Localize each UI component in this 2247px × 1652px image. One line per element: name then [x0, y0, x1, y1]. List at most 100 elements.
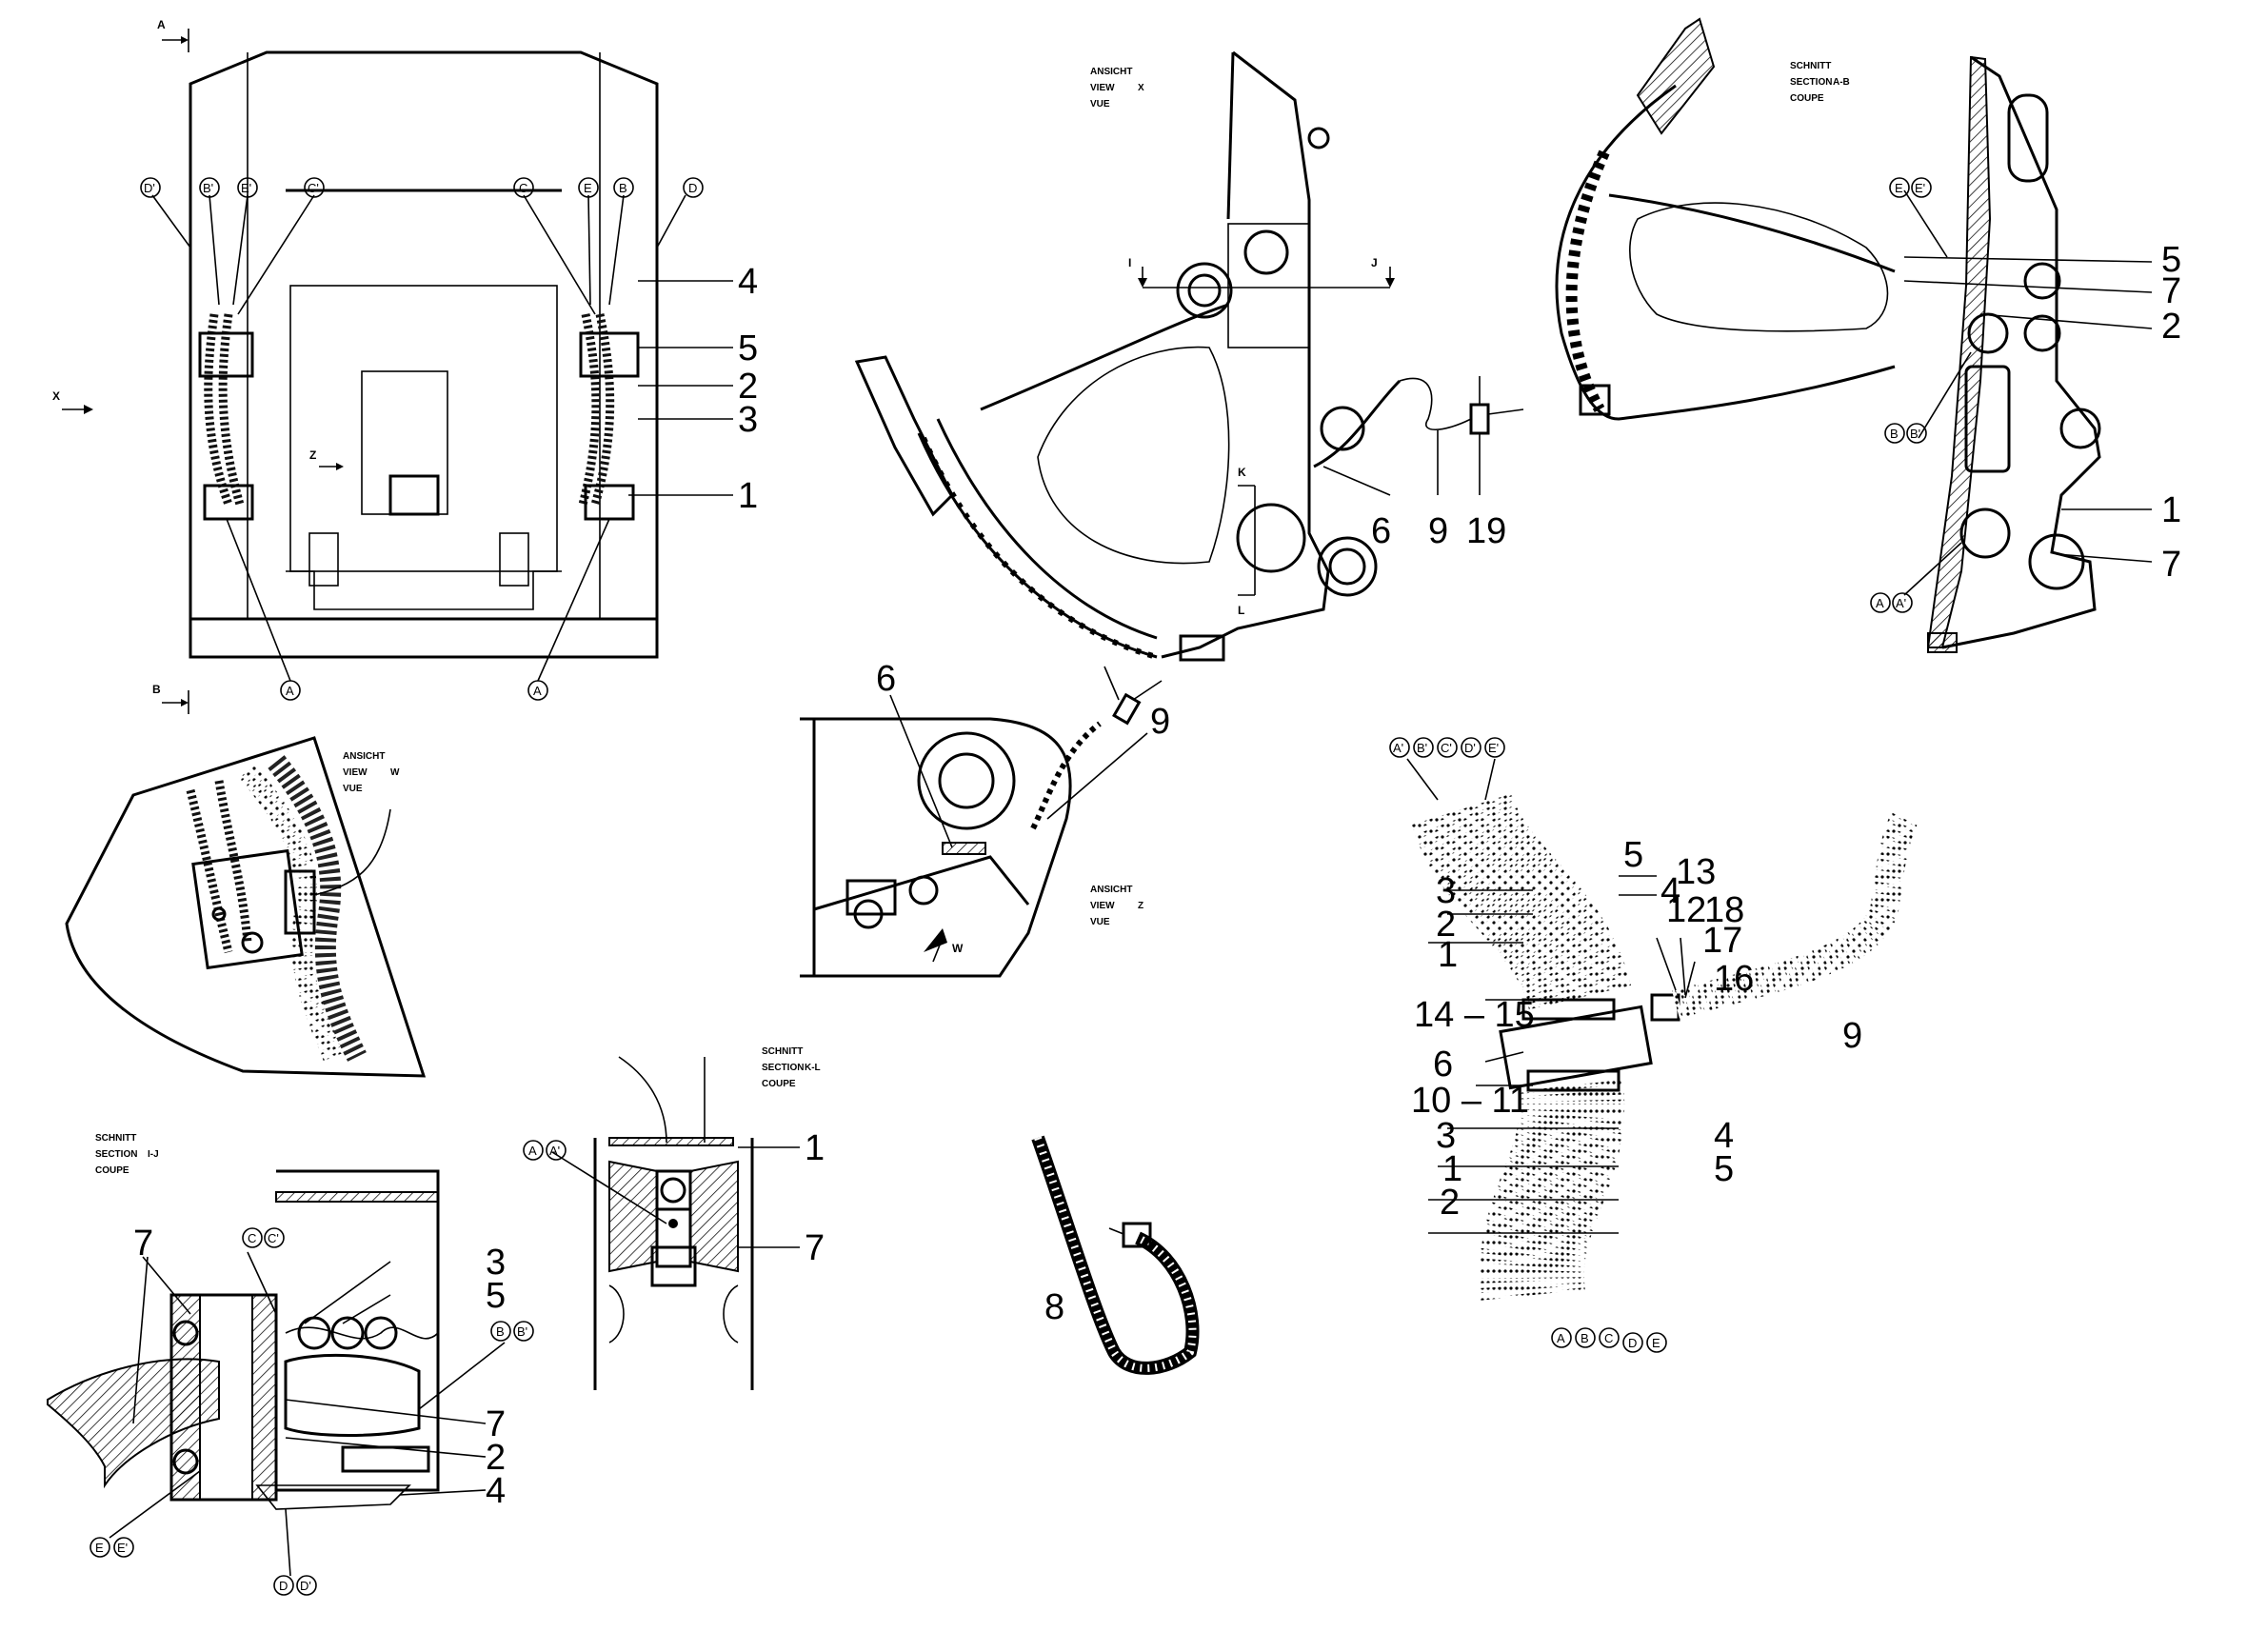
svg-text:6: 6 — [1371, 511, 1391, 551]
svg-text:VIEW: VIEW — [1090, 83, 1115, 93]
svg-text:B': B' — [203, 181, 213, 195]
svg-text:C: C — [1604, 1331, 1613, 1345]
svg-text:3: 3 — [1436, 871, 1456, 911]
svg-text:COUPE: COUPE — [95, 1165, 129, 1176]
part-8: 8 — [1044, 1287, 1064, 1327]
manifold-bottom-callouts: A B C D E — [1551, 1327, 1667, 1353]
svg-text:COUPE: COUPE — [762, 1079, 796, 1089]
section-ab-part-numbers: 5 7 2 1 7 — [2161, 240, 2181, 585]
sensor-cable-part-8: 8 — [1031, 1135, 1200, 1375]
svg-text:16: 16 — [1714, 959, 1754, 999]
svg-text:10 – 11: 10 – 11 — [1411, 1081, 1529, 1121]
svg-text:2: 2 — [2161, 307, 2181, 347]
svg-text:ANSICHT: ANSICHT — [1090, 67, 1132, 77]
svg-text:18: 18 — [1704, 890, 1744, 930]
svg-text:2: 2 — [486, 1438, 506, 1478]
svg-text:5: 5 — [486, 1276, 506, 1316]
part-5: 5 — [738, 328, 758, 368]
svg-text:E': E' — [117, 1541, 128, 1555]
label-x: X — [52, 389, 60, 403]
svg-text:7: 7 — [486, 1404, 506, 1444]
manifold-hose-assembly: A' B' C' D' E' A B C D E — [1389, 737, 1918, 1353]
svg-text:A: A — [1876, 596, 1884, 610]
svg-text:B: B — [1581, 1331, 1589, 1345]
svg-text:13: 13 — [1676, 852, 1716, 892]
label-i: I — [1128, 256, 1131, 269]
svg-text:1: 1 — [805, 1128, 825, 1168]
section-ij-title: SCHNITT SECTION COUPE I-J — [95, 1133, 159, 1176]
svg-text:1: 1 — [1442, 1149, 1462, 1189]
svg-text:E': E' — [1915, 181, 1925, 195]
section-ab-callouts: E E' B B' A A' — [1870, 177, 1932, 613]
svg-text:6: 6 — [876, 659, 896, 699]
svg-text:D': D' — [144, 181, 155, 195]
svg-text:VUE: VUE — [343, 784, 363, 794]
svg-text:14 – 15: 14 – 15 — [1414, 995, 1535, 1035]
svg-text:VUE: VUE — [1090, 99, 1110, 109]
svg-text:COUPE: COUPE — [1790, 93, 1824, 104]
manifold-top-callouts: A' B' C' D' E' — [1389, 737, 1505, 758]
view-w-title: ANSICHT VIEW VUE W — [343, 751, 400, 794]
svg-text:E: E — [95, 1541, 104, 1555]
section-ij-view: SCHNITT SECTION COUPE I-J C C' — [47, 1133, 534, 1596]
svg-text:19: 19 — [1466, 511, 1506, 551]
svg-text:6: 6 — [1433, 1045, 1453, 1085]
section-ab-view: SCHNITT SECTION COUPE A-B E E' — [1555, 17, 2181, 653]
manifold-part-numbers: 5 3 4 13 2 12 18 1 17 16 14 – 15 9 6 10 … — [1411, 835, 1862, 1223]
part-3: 3 — [738, 400, 758, 440]
svg-text:A': A' — [1393, 741, 1403, 755]
svg-text:4: 4 — [1660, 871, 1680, 911]
svg-text:2: 2 — [1440, 1183, 1460, 1223]
svg-text:B: B — [496, 1324, 505, 1339]
label-a: A — [157, 18, 166, 31]
svg-text:C: C — [248, 1231, 256, 1245]
front-view-callouts: D' B' E' C' C E B D A A — [140, 177, 704, 701]
svg-text:B': B' — [1910, 427, 1920, 441]
part-4: 4 — [738, 262, 758, 302]
view-x-bucket-side: ANSICHT VIEW VUE X I J K — [854, 50, 1524, 662]
svg-text:ANSICHT: ANSICHT — [343, 751, 385, 762]
svg-text:SECTION: SECTION — [762, 1063, 804, 1073]
svg-text:VIEW: VIEW — [343, 767, 368, 778]
section-arrow-b: B — [152, 683, 189, 714]
svg-text:E': E' — [241, 181, 251, 195]
svg-text:A-B: A-B — [1833, 77, 1850, 88]
svg-text:9: 9 — [1842, 1016, 1862, 1056]
view-z-detail: ANSICHT VIEW VUE Z W 6 9 — [800, 659, 1170, 978]
svg-text:7: 7 — [805, 1228, 825, 1268]
svg-text:D': D' — [1464, 741, 1476, 755]
svg-text:B: B — [619, 181, 627, 195]
svg-text:X: X — [1138, 83, 1144, 93]
svg-text:4: 4 — [1714, 1116, 1734, 1156]
svg-text:W: W — [390, 767, 400, 778]
svg-text:E: E — [584, 181, 592, 195]
svg-text:A': A' — [549, 1144, 560, 1158]
label-b: B — [152, 683, 161, 696]
label-z: Z — [309, 448, 316, 462]
svg-text:9: 9 — [1150, 702, 1170, 742]
svg-text:7: 7 — [2161, 545, 2181, 585]
svg-text:12: 12 — [1666, 890, 1706, 930]
svg-text:E': E' — [1488, 741, 1499, 755]
svg-text:B': B' — [517, 1324, 527, 1339]
label-k: K — [1238, 466, 1246, 479]
bucket-front-view — [151, 50, 733, 682]
svg-text:SCHNITT: SCHNITT — [95, 1133, 136, 1144]
label-l: L — [1238, 604, 1244, 617]
svg-text:A: A — [528, 1144, 537, 1158]
view-x-title: ANSICHT VIEW VUE X — [1090, 67, 1144, 109]
svg-text:SECTION: SECTION — [95, 1149, 137, 1160]
view-x-part-numbers: 6 9 19 — [1371, 511, 1506, 551]
svg-text:E: E — [1895, 181, 1903, 195]
svg-text:17: 17 — [1702, 921, 1742, 961]
svg-text:A': A' — [1896, 596, 1906, 610]
svg-text:1: 1 — [2161, 490, 2181, 530]
svg-text:9: 9 — [1428, 511, 1448, 551]
svg-text:VUE: VUE — [1090, 917, 1110, 927]
section-arrow-a: A — [157, 18, 189, 52]
svg-text:SCHNITT: SCHNITT — [1790, 61, 1831, 71]
svg-text:C': C' — [1441, 741, 1452, 755]
label-j: J — [1371, 256, 1378, 269]
svg-text:1: 1 — [1438, 935, 1458, 975]
